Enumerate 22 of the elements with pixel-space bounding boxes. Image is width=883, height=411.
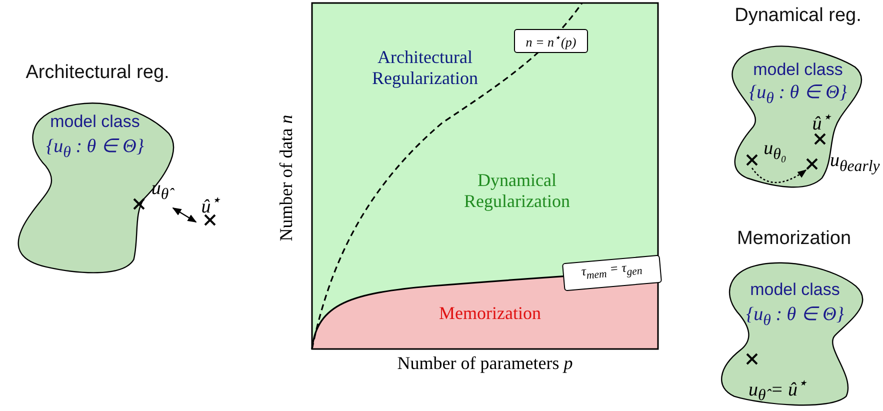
arrow bbox=[751, 168, 807, 184]
axis-title: Number of parameters p bbox=[396, 353, 574, 375]
curve-label: n = n$^{⋆}$(p) bbox=[514, 29, 588, 53]
set-formula: {u$_{θ}$ : θ ∈ Θ} bbox=[748, 81, 848, 106]
panel-title: Architectural reg. bbox=[24, 62, 170, 85]
point-label: û$^{⋆}$ bbox=[200, 191, 222, 214]
point-label: u$_{θ₀}$ bbox=[762, 138, 788, 162]
axis-title: Number of data n bbox=[276, 114, 297, 244]
point-label: û$^{⋆}$ bbox=[811, 108, 833, 131]
region-label: Memorization bbox=[438, 303, 542, 325]
point-label: u$_{θearly}$ bbox=[830, 150, 878, 174]
region-label: Dynamical Regularization bbox=[463, 170, 571, 213]
panel-title: Dynamical reg. bbox=[734, 5, 862, 28]
set-formula: {u$_{θ}$ : θ ∈ Θ} bbox=[45, 135, 145, 160]
blob-label: model class bbox=[49, 112, 141, 133]
point-label: u$_{θ̂}$ = û$^{⋆}$ bbox=[747, 374, 809, 399]
panel-title: Memorization bbox=[736, 228, 852, 251]
region-label: Architectural Regularization bbox=[371, 47, 479, 90]
arrow bbox=[172, 207, 197, 223]
set-formula: {u$_{θ}$ : θ ∈ Θ} bbox=[745, 303, 845, 328]
blob-label: model class bbox=[749, 280, 841, 301]
blob-label: model class bbox=[752, 60, 844, 81]
